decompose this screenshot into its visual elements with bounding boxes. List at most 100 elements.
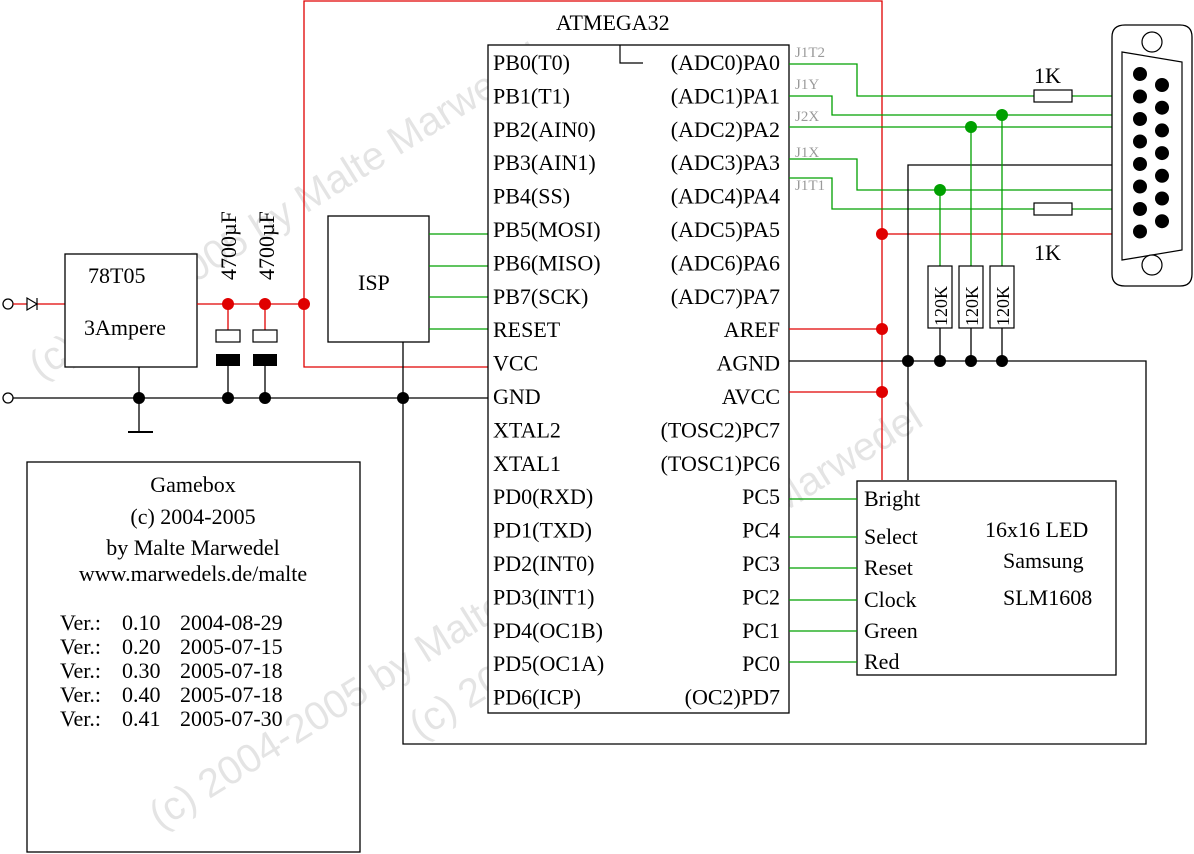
version-number: 0.10	[122, 610, 161, 635]
input-terminal-minus[interactable]	[2, 392, 14, 404]
mcu-pin-label: RESET	[493, 317, 561, 342]
mcu-pin-label: PB4(SS)	[493, 184, 570, 209]
version-number: 0.30	[122, 658, 161, 683]
joystick-net-labels: J1T2 J1Y J2X J1X J1T1	[795, 45, 825, 194]
mcu-pin-label: PD5(OC1A)	[493, 651, 604, 676]
junction-dot	[876, 323, 888, 335]
connector-pin	[1133, 224, 1147, 239]
resistor-value: 120K	[993, 286, 1013, 326]
mcu-pin-label: (OC2)PD7	[685, 685, 780, 710]
mcu-pin-label: PC2	[742, 584, 780, 609]
mcu-pin-label: PB6(MISO)	[493, 250, 601, 275]
mcu-pin-label: (ADC4)PA4	[671, 184, 780, 209]
mcu-pin-label: PB1(T1)	[493, 83, 570, 108]
led-module-part: SLM1608	[1003, 585, 1092, 610]
connector-pin	[1155, 191, 1169, 206]
power-input	[2, 296, 488, 404]
capacitor-2[interactable]: 4700µF	[252, 211, 279, 404]
resistor-value: 120K	[931, 286, 951, 326]
mcu-name: ATMEGA32	[556, 10, 670, 35]
junction-dot	[397, 392, 409, 404]
connector-pin	[1133, 112, 1147, 126]
connector-pin	[1133, 157, 1147, 171]
version-number: 0.41	[122, 706, 161, 731]
junction-dot	[996, 355, 1008, 367]
connector-pin	[1133, 179, 1147, 194]
led-pin-label: Clock	[864, 587, 917, 612]
led-pin-label: Green	[864, 618, 918, 643]
junction-dot	[934, 184, 946, 196]
junction-dot	[934, 355, 946, 367]
atmega32-chip[interactable]: ATMEGA32 PB0(T0)PB1(T1)PB2(AIN0)PB3(AIN1…	[487, 10, 790, 714]
connector-pin	[1155, 123, 1169, 138]
connector-pin	[1155, 168, 1169, 183]
junction-dot	[876, 386, 888, 398]
regulator-rating: 3Ampere	[84, 315, 166, 340]
resistor-1k-top[interactable]: 1K	[1033, 63, 1073, 103]
mcu-pin-label: PB2(AIN0)	[493, 117, 596, 142]
mcu-pin-label: (ADC0)PA0	[671, 50, 780, 75]
mcu-pin-label: (ADC3)PA3	[671, 150, 780, 175]
mcu-pin-label: XTAL2	[493, 417, 561, 442]
isp-header[interactable]: ISP	[327, 215, 430, 343]
junction-dot	[965, 121, 977, 133]
led-pin-label: Select	[864, 524, 918, 549]
version-number: 0.40	[122, 682, 161, 707]
resistor-value: 120K	[962, 286, 982, 326]
resistor-value: 1K	[1034, 63, 1061, 88]
mcu-pin-label: PB7(SCK)	[493, 284, 588, 309]
resistor-120k-2[interactable]: 120K	[958, 265, 984, 329]
connector-pin	[1133, 67, 1147, 81]
version-label: Ver.:	[60, 682, 101, 707]
mcu-pin-label: PC4	[742, 518, 780, 543]
version-label: Ver.:	[60, 706, 101, 731]
mcu-pin-label: PB3(AIN1)	[493, 150, 596, 175]
mcu-pin-label: (TOSC1)PC6	[661, 451, 780, 476]
led-pin-label: Reset	[864, 555, 913, 580]
pin1-notch	[619, 45, 643, 64]
mcu-pin-label: PD0(RXD)	[493, 484, 593, 509]
resistor-1k-bottom[interactable]: 1K	[1033, 202, 1073, 265]
input-terminal-plus[interactable]	[2, 298, 14, 310]
right-pin-labels: (ADC0)PA0(ADC1)PA1(ADC2)PA2(ADC3)PA3(ADC…	[661, 50, 780, 710]
resistor-120k-3[interactable]: 120K	[989, 265, 1015, 329]
junction-dot	[902, 355, 914, 367]
mcu-pin-label: PD6(ICP)	[493, 685, 581, 710]
mcu-pin-label: PD2(INT0)	[493, 551, 594, 576]
resistor-value: 1K	[1034, 240, 1061, 265]
db15-joystick-connector[interactable]	[1111, 24, 1193, 287]
led-module-title: 16x16 LED	[985, 517, 1088, 542]
mcu-pin-label: (ADC5)PA5	[671, 217, 780, 242]
net-label: J1T2	[795, 45, 825, 61]
junction-dot	[133, 392, 145, 404]
mcu-pin-label: AVCC	[722, 384, 780, 409]
version-date: 2005-07-15	[180, 634, 283, 659]
led-pin-label: Red	[864, 649, 899, 674]
connector-pin	[1155, 214, 1169, 229]
net-label: J1Y	[795, 77, 819, 93]
led-module-manufacturer: Samsung	[1003, 548, 1084, 573]
connector-pin	[1133, 89, 1147, 104]
info-url[interactable]: www.marwedels.de/malte	[79, 561, 307, 586]
mcu-pin-label: (ADC2)PA2	[671, 117, 780, 142]
mcu-pin-label: AREF	[724, 317, 780, 342]
mcu-pin-label: (ADC7)PA7	[671, 284, 780, 309]
regulator-78t05[interactable]: 78T05 3Ampere	[64, 253, 198, 368]
left-pin-labels: PB0(T0)PB1(T1)PB2(AIN0)PB3(AIN1)PB4(SS)P…	[493, 50, 604, 710]
capacitor-1[interactable]: 4700µF	[215, 211, 241, 404]
resistor-120k-1[interactable]: 120K	[927, 265, 953, 329]
mcu-pin-label: PD4(OC1B)	[493, 618, 603, 643]
net-label: J1T1	[795, 178, 825, 194]
info-copyright: (c) 2004-2005	[130, 504, 255, 529]
version-label: Ver.:	[60, 658, 101, 683]
version-row: Ver.: 0.30 2005-07-18	[60, 658, 283, 683]
mcu-pin-label: PC3	[742, 551, 780, 576]
version-date: 2005-07-18	[180, 658, 283, 683]
mcu-pin-label: (ADC6)PA6	[671, 250, 780, 275]
version-number: 0.20	[122, 634, 161, 659]
connector-pin	[1155, 78, 1169, 92]
